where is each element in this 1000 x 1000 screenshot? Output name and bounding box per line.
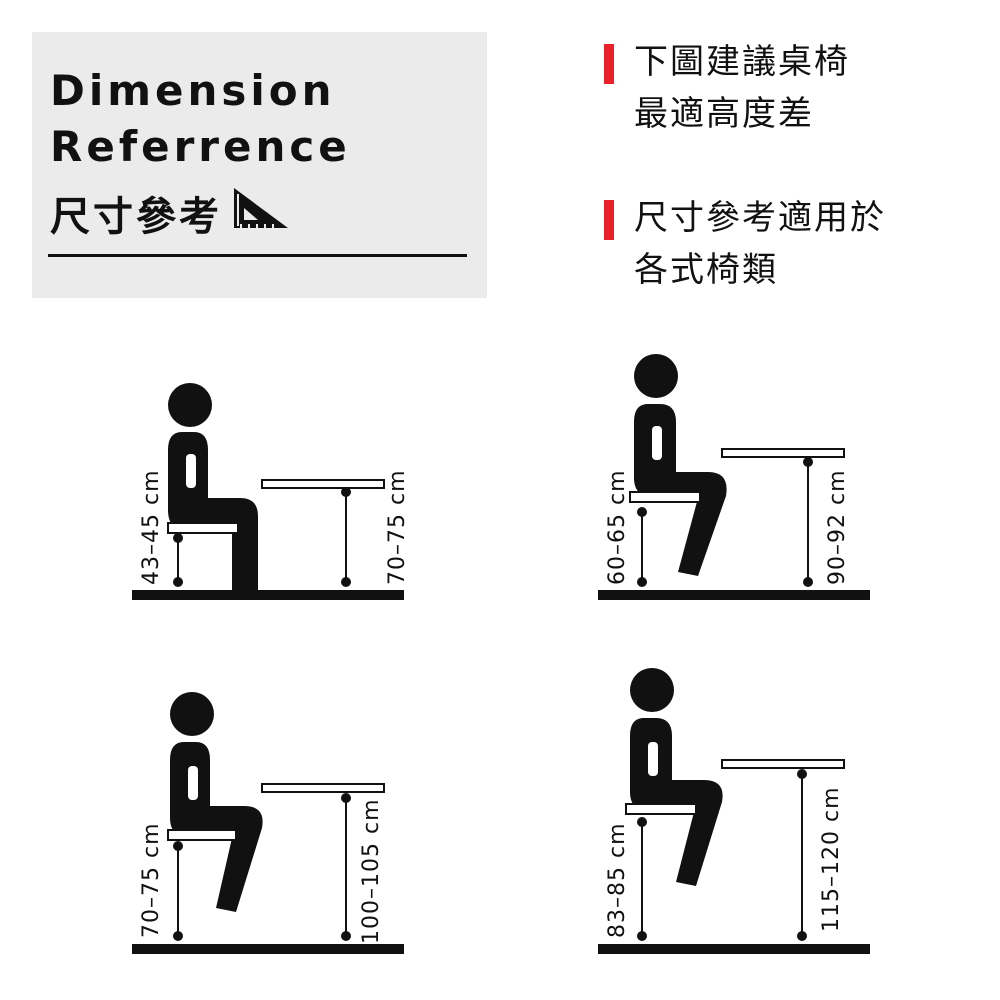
title-line-3-text: 尺寸參考 xyxy=(50,194,222,240)
note-line-2: 各式椅類 xyxy=(634,250,778,290)
seat-height-dot-bottom xyxy=(173,577,183,587)
desk-height-dot-top xyxy=(797,769,807,779)
title-line-2: Referrence xyxy=(50,122,351,171)
person-body xyxy=(630,718,723,886)
title-card: Dimension Referrence 尺寸參考 xyxy=(32,32,487,298)
chair-seat xyxy=(167,522,239,534)
desk-top xyxy=(261,479,385,489)
seat-height-label: 70–75 cm xyxy=(139,822,164,938)
desk-height-dot-bottom xyxy=(797,931,807,941)
person-head xyxy=(634,354,678,398)
desk-top xyxy=(261,783,385,793)
note-line-1: 下圖建議桌椅 xyxy=(634,42,850,82)
note-accent-bar xyxy=(604,44,614,84)
seat-height-dot-bottom xyxy=(637,577,647,587)
person-head xyxy=(168,383,212,427)
desk-height-dot-bottom xyxy=(341,931,351,941)
person-body xyxy=(168,432,258,590)
desk-height-dot-bottom xyxy=(341,577,351,587)
person-head xyxy=(170,692,214,736)
floor xyxy=(598,590,870,600)
desk-height-dot-top xyxy=(341,487,351,497)
chair-seat xyxy=(167,829,237,841)
desk-height-label: 100–105 cm xyxy=(359,798,384,944)
seat-height-dot-top xyxy=(173,533,183,543)
floor xyxy=(132,944,404,954)
note-text: 下圖建議桌椅 最適高度差 xyxy=(634,36,850,140)
person-body xyxy=(170,742,263,912)
person-arm-highlight xyxy=(648,742,658,776)
desk-height-label: 90–92 cm xyxy=(825,469,850,585)
title-line-1: Dimension xyxy=(50,66,336,115)
person-head xyxy=(630,668,674,712)
seat-height-dot-top xyxy=(637,507,647,517)
triangle-ruler-icon xyxy=(232,186,290,240)
floor xyxy=(598,944,870,954)
desk-top xyxy=(721,759,845,769)
seat-height-dot-top xyxy=(173,841,183,851)
scene-counter-chair: 60–65 cm 90–92 cm xyxy=(598,354,870,600)
desk-height-dot-top xyxy=(341,793,351,803)
floor xyxy=(132,590,404,600)
note-accent-bar xyxy=(604,200,614,240)
person-arm-highlight xyxy=(652,426,662,460)
chair-seat xyxy=(629,491,701,503)
person-arm-highlight xyxy=(186,454,196,488)
person-body xyxy=(634,404,727,576)
note-line-2: 最適高度差 xyxy=(634,94,814,134)
scene-low-chair: 43–45 cm 70–75 cm xyxy=(132,383,410,600)
desk-height-label: 115–120 cm xyxy=(819,786,844,932)
chair-seat xyxy=(625,803,697,815)
desk-height-dot-top xyxy=(803,457,813,467)
note-chair-types: 尺寸參考適用於 各式椅類 xyxy=(604,192,984,302)
desk-height-dot-bottom xyxy=(803,577,813,587)
desk-top xyxy=(721,448,845,458)
title-line-3: 尺寸參考 xyxy=(50,184,290,242)
seat-height-dot-bottom xyxy=(637,931,647,941)
desk-height-label: 70–75 cm xyxy=(385,469,410,585)
seat-height-dot-bottom xyxy=(173,931,183,941)
seat-height-label: 83–85 cm xyxy=(605,822,630,938)
scene-bar-chair: 70–75 cm 100–105 cm xyxy=(132,692,404,954)
seat-height-label: 43–45 cm xyxy=(139,469,164,585)
note-line-1: 尺寸參考適用於 xyxy=(634,198,886,238)
seat-height-label: 60–65 cm xyxy=(605,469,630,585)
person-arm-highlight xyxy=(188,766,198,800)
title-divider xyxy=(48,254,467,257)
note-text: 尺寸參考適用於 各式椅類 xyxy=(634,192,886,296)
scene-high-bar-chair: 83–85 cm 115–120 cm xyxy=(598,668,870,954)
note-desk-chair: 下圖建議桌椅 最適高度差 xyxy=(604,36,964,146)
seat-height-dot-top xyxy=(637,817,647,827)
